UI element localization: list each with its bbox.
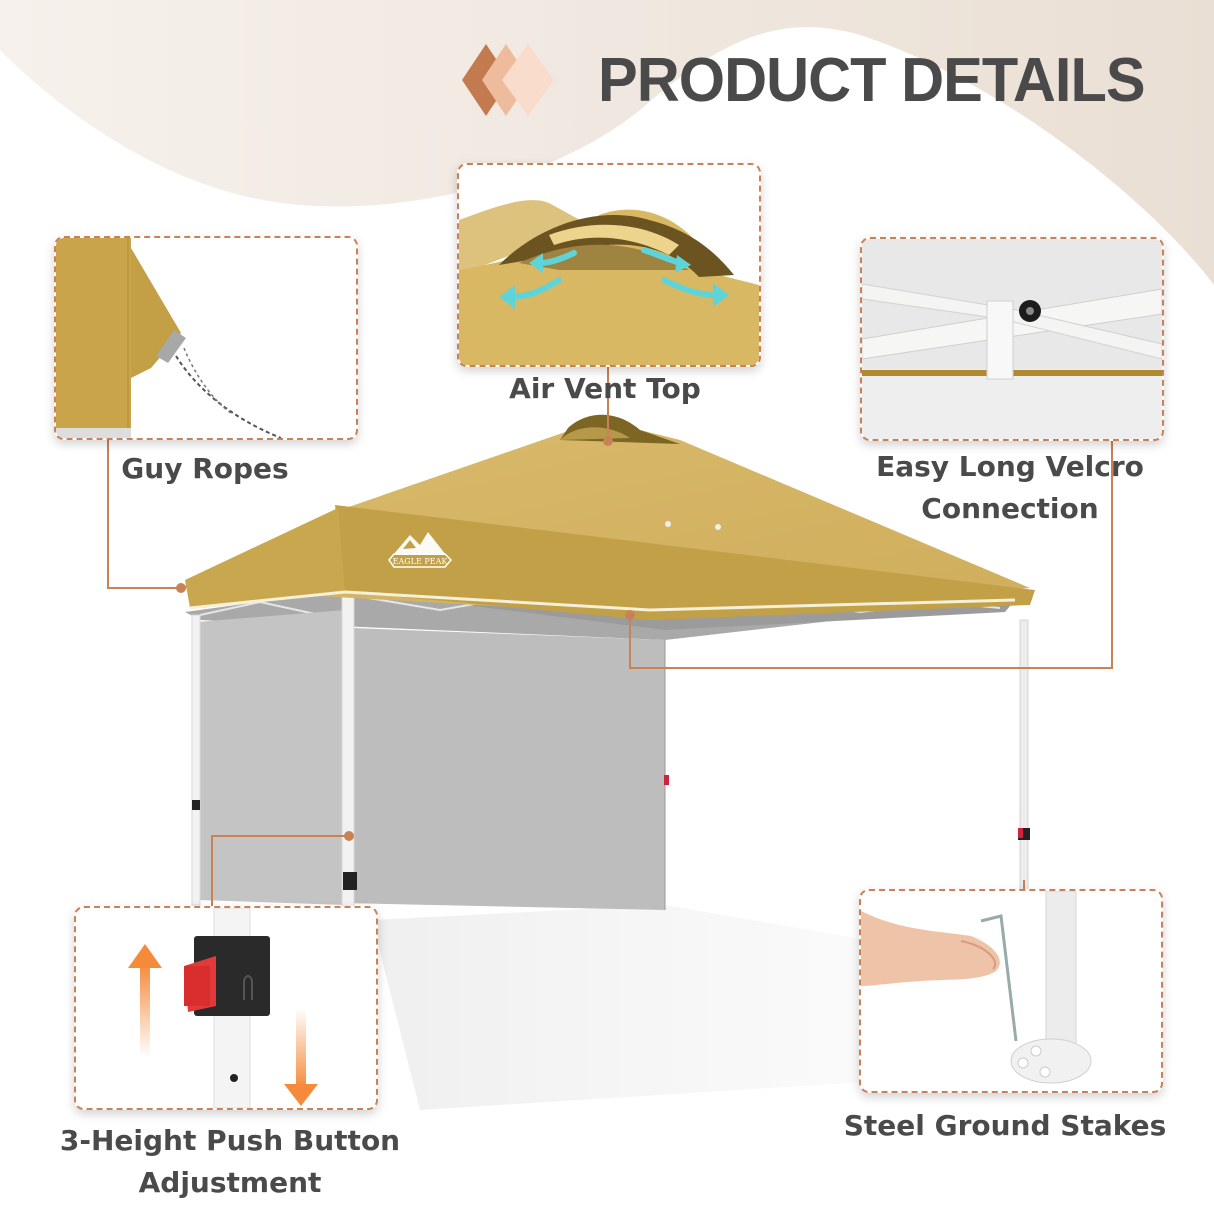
background-wave — [0, 0, 1214, 285]
label-guy-ropes: Guy Ropes — [121, 452, 289, 485]
label-push-button-line2: Adjustment — [138, 1166, 322, 1199]
label-air-vent-top: Air Vent Top — [509, 372, 701, 405]
ground-stakes-image — [861, 891, 1161, 1091]
label-velcro-line2: Connection — [921, 492, 1099, 525]
height-arrows-icon — [128, 944, 318, 1106]
callout-velcro-connection — [860, 237, 1164, 441]
guy-ropes-image — [56, 238, 356, 438]
label-velcro-connection: Easy Long Velcro Connection — [860, 446, 1160, 530]
air-vent-image — [459, 165, 759, 365]
connector-dots — [176, 436, 635, 841]
callout-ground-stakes — [859, 889, 1163, 1093]
velcro-connection-image — [862, 239, 1162, 439]
eagle-peak-logo: EAGLE PEAK — [388, 532, 453, 568]
connector-lines — [107, 356, 1113, 906]
diamond-decoration-icon — [462, 44, 554, 116]
svg-text:EAGLE PEAK: EAGLE PEAK — [393, 557, 449, 566]
page-title: PRODUCT DETAILS — [598, 45, 1146, 115]
label-push-button: 3-Height Push Button Adjustment — [50, 1120, 410, 1204]
label-ground-stakes: Steel Ground Stakes — [843, 1109, 1167, 1142]
callout-guy-ropes — [54, 236, 358, 440]
label-velcro-line1: Easy Long Velcro — [876, 450, 1144, 483]
header: PRODUCT DETAILS — [462, 40, 1167, 120]
push-button-image — [76, 908, 376, 1108]
callout-air-vent-top — [457, 163, 761, 367]
label-push-button-line1: 3-Height Push Button — [59, 1124, 401, 1157]
callout-push-button — [74, 906, 378, 1110]
